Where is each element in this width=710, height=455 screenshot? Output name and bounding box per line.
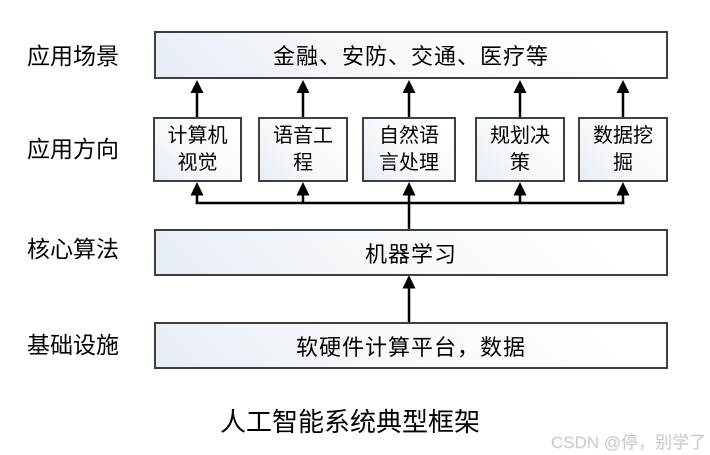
direction-box-speech-engineering: 语音工 程 <box>258 117 348 182</box>
arrow-infra-to-core <box>402 275 416 322</box>
direction-box-computer-vision: 计算机 视觉 <box>153 117 242 182</box>
tier-label-infrastructure: 基础设施 <box>27 332 119 358</box>
arrows-direction-to-scenario <box>190 80 630 117</box>
tier-label-application-direction: 应用方向 <box>27 136 119 162</box>
infrastructure-box-label: 软硬件计算平台，数据 <box>295 334 526 360</box>
direction-box-label: 自然语 言处理 <box>379 124 439 174</box>
direction-box-nlp: 自然语 言处理 <box>362 117 456 182</box>
scenario-box: 金融、安防、交通、医疗等 <box>154 31 668 79</box>
core-algorithm-box: 机器学习 <box>154 229 668 276</box>
direction-box-label: 语音工 程 <box>273 124 333 174</box>
csdn-watermark: CSDN @停，别学了 <box>550 433 706 452</box>
direction-box-planning-decision: 规划决 策 <box>475 117 565 182</box>
direction-box-label: 数据挖 掘 <box>593 124 653 174</box>
scenario-box-label: 金融、安防、交通、医疗等 <box>272 44 549 69</box>
core-algorithm-box-label: 机器学习 <box>364 241 457 267</box>
arrows-core-to-direction <box>190 182 630 229</box>
tier-label-core-algorithm: 核心算法 <box>27 236 119 262</box>
tier-label-application-scenario: 应用场景 <box>27 43 119 69</box>
direction-box-data-mining: 数据挖 掘 <box>578 117 668 182</box>
direction-box-label: 规划决 策 <box>490 124 550 174</box>
diagram-caption: 人工智能系统典型框架 <box>219 407 480 437</box>
infrastructure-box: 软硬件计算平台，数据 <box>154 322 668 369</box>
direction-box-label: 计算机 视觉 <box>167 124 228 174</box>
